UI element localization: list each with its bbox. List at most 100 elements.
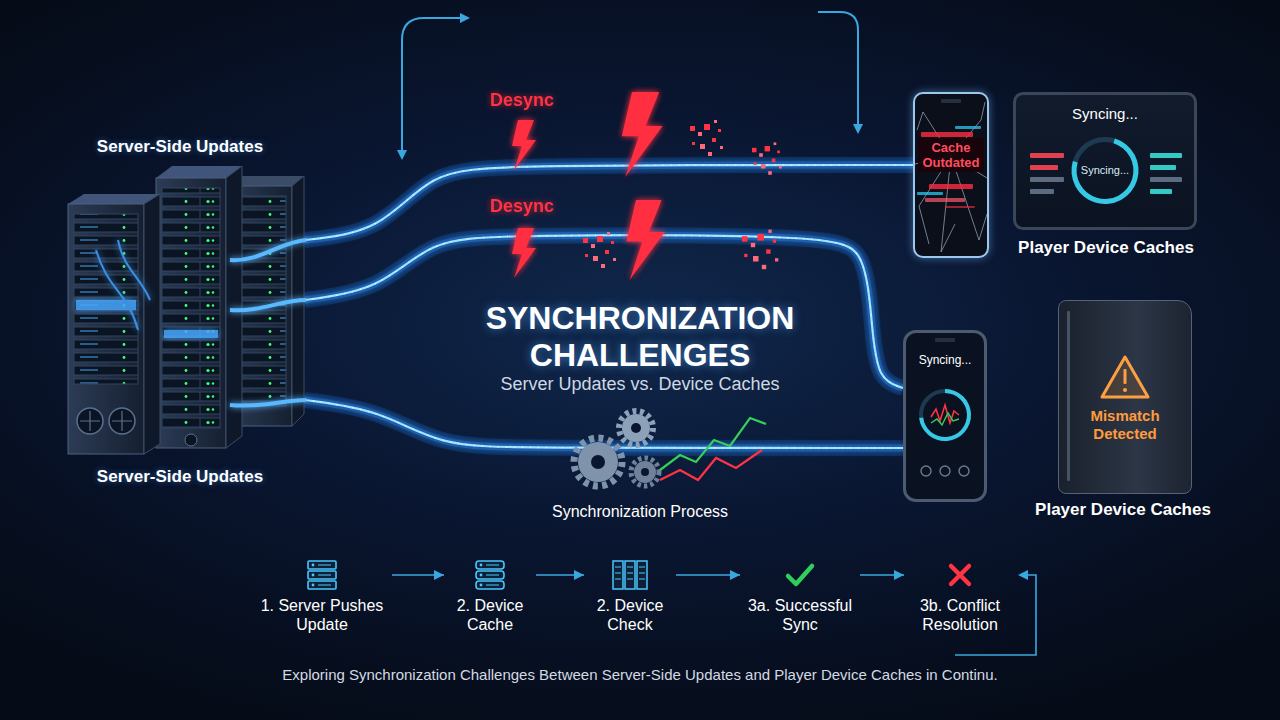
step-icon — [615, 567, 621, 568]
step-icon — [480, 574, 483, 577]
glitch-pixels — [690, 120, 723, 156]
step-icon — [639, 567, 645, 568]
device-art — [929, 184, 973, 189]
signal-arrow — [397, 12, 863, 160]
device-art — [915, 94, 987, 256]
device-art — [941, 99, 961, 103]
step-icon — [470, 558, 510, 592]
step-icon — [639, 573, 645, 574]
process-step: 1. Server Pushes Update — [252, 558, 392, 634]
signal-arrow — [397, 150, 407, 160]
step-icon — [615, 579, 621, 580]
device-art — [955, 126, 981, 129]
step-icon — [625, 561, 635, 589]
data-stream — [305, 400, 903, 448]
device-art — [919, 389, 971, 441]
section-label: Player Device Caches — [1023, 500, 1223, 520]
device-art — [1123, 388, 1127, 392]
server-rack — [74, 214, 138, 384]
device-art — [931, 413, 959, 425]
lightning-bolt — [626, 200, 664, 280]
step-label: 1. Server Pushes Update — [252, 596, 392, 634]
device-art — [1030, 189, 1054, 194]
lightning-bolt — [622, 92, 663, 177]
edge-label: Desync — [490, 90, 554, 111]
edge-label: Desync — [490, 196, 554, 217]
step-icon — [312, 564, 315, 567]
flow-arrow — [392, 575, 444, 576]
step-icon — [312, 574, 315, 577]
gears-chart — [574, 411, 766, 486]
step-icon — [637, 561, 647, 589]
diagram-caption: Exploring Synchronization Challenges Bet… — [90, 666, 1190, 684]
data-cable — [305, 400, 903, 448]
server-rack — [68, 204, 144, 454]
step-icon — [308, 561, 336, 569]
gears-chart — [622, 414, 650, 442]
cable-glow — [305, 235, 903, 388]
step-icon — [639, 579, 645, 580]
step-icon — [476, 581, 504, 589]
console-device: Mismatch Detected — [1058, 300, 1192, 494]
label-holder: SYNCHRONIZATION CHALLENGES — [445, 300, 835, 374]
device-art — [917, 112, 923, 130]
device-art — [940, 466, 950, 476]
device-warning: Mismatch Detected — [1077, 407, 1173, 443]
flow-arrow — [536, 574, 584, 576]
signal-arrow — [402, 18, 462, 150]
step-icon — [951, 566, 969, 584]
step-icon — [476, 561, 504, 569]
step-icon — [627, 573, 633, 574]
signal-arrow — [818, 12, 858, 125]
cable-glow — [305, 400, 903, 448]
lightning-bolt — [512, 228, 536, 278]
connectors — [305, 165, 913, 575]
step-icon — [613, 561, 623, 589]
label-holder: Synchronization Process — [520, 502, 760, 521]
signal-arrow — [460, 13, 470, 23]
glitch-pixels — [583, 232, 616, 268]
step-icon — [486, 575, 499, 576]
step-icon — [302, 558, 342, 592]
feedback-loop — [1018, 570, 1028, 580]
device-art — [1030, 165, 1058, 170]
device-art — [1150, 165, 1176, 170]
flow-arrow — [676, 574, 740, 576]
device-art — [979, 214, 987, 240]
glitch-pixels — [752, 142, 782, 174]
lightning-bolt — [512, 120, 536, 170]
glitch-pixels — [583, 120, 782, 269]
phone-device: Cache Outdated — [913, 92, 989, 258]
step-icon — [476, 571, 504, 579]
step-icon — [940, 558, 980, 592]
step-label: 2. Device Check — [584, 596, 676, 634]
step-label: 3b. Conflict Resolution — [904, 596, 1016, 634]
gears-chart — [619, 411, 653, 445]
device-art — [921, 132, 973, 137]
label-holder: Server Updates vs. Device Caches — [440, 373, 840, 395]
server-rack — [68, 166, 306, 454]
diagram-subtitle: Server Updates vs. Device Caches — [440, 373, 840, 395]
server-rack — [156, 178, 226, 448]
label-holder: Player Device Caches — [1006, 238, 1206, 258]
gears-chart — [631, 423, 641, 433]
device-art — [1067, 311, 1070, 481]
process-step: 3a. Successful Sync — [740, 558, 860, 634]
step-label: 3a. Successful Sync — [740, 596, 860, 634]
server-rack — [185, 434, 197, 446]
step-icon — [308, 571, 336, 579]
flow-arrow — [860, 574, 904, 576]
step-icon — [615, 573, 621, 574]
process-step: 3b. Conflict Resolution — [904, 558, 1016, 634]
device-art — [1030, 177, 1064, 182]
phone-device: Syncing... — [903, 330, 987, 502]
step-icon — [610, 558, 650, 592]
data-stream — [305, 235, 903, 388]
label-holder: Player Device Caches — [1023, 500, 1223, 520]
device-art — [921, 466, 931, 476]
device-art — [935, 338, 955, 342]
device-status: Syncing... — [906, 353, 984, 367]
server-rack — [164, 330, 218, 338]
device-art — [919, 206, 929, 244]
